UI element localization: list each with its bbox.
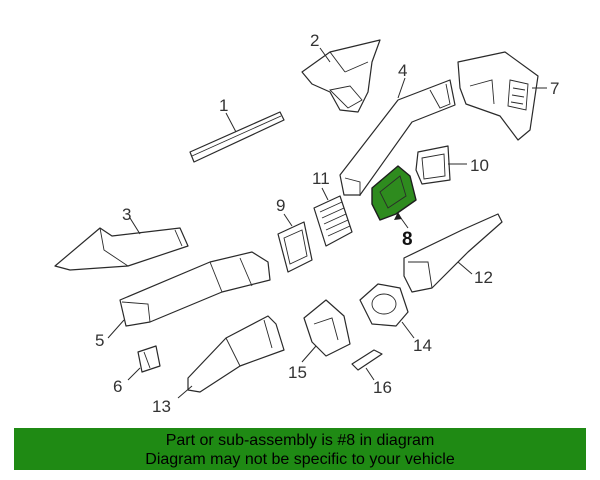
notice-banner: Part or sub-assembly is #8 in diagram Di… [14,428,586,470]
part-14-round-vent: 14 [359,283,432,355]
callout-2: 2 [310,31,319,50]
callout-11: 11 [312,169,330,188]
part-11-louvered-vent: 11 [312,169,353,247]
part-16-trim-piece: 16 [351,349,392,397]
part-13-lower-duct: 13 [152,315,285,416]
part-5-lower-duct: 5 [95,251,271,350]
callout-1: 1 [219,96,228,115]
part-15-bracket-duct: 15 [288,299,351,382]
part-8-highlighted-duct: 8 [371,165,417,250]
callout-13: 13 [152,397,171,416]
callout-3: 3 [122,205,131,224]
part-6-clip: 6 [113,345,161,396]
part-1-trim-strip: 1 [189,96,285,163]
part-7-vent-housing: 7 [457,51,559,141]
part-10-duct-outlet: 10 [415,145,489,185]
part-8-shape [371,165,417,221]
banner-line-1: Part or sub-assembly is #8 in diagram [165,432,435,449]
callout-16: 16 [373,378,392,397]
callout-12: 12 [474,268,493,287]
callout-10: 10 [470,156,489,175]
callout-4: 4 [398,61,407,80]
part-12-right-duct: 12 [403,213,503,293]
part-3-left-duct: 3 [54,205,189,271]
callout-6: 6 [113,377,122,396]
part-4-upper-duct: 4 [339,61,456,196]
parts-diagram: 1 2 4 7 10 8 [54,31,559,416]
part-2-vent-bracket: 2 [301,31,381,113]
callout-8: 8 [402,229,413,250]
callout-14: 14 [413,336,432,355]
callout-15: 15 [288,363,307,382]
banner-line-2: Diagram may not be specific to your vehi… [145,451,455,468]
callout-5: 5 [95,331,104,350]
callout-9: 9 [276,196,285,215]
callout-7: 7 [550,79,559,98]
part-9-vent-grille: 9 [276,196,313,273]
